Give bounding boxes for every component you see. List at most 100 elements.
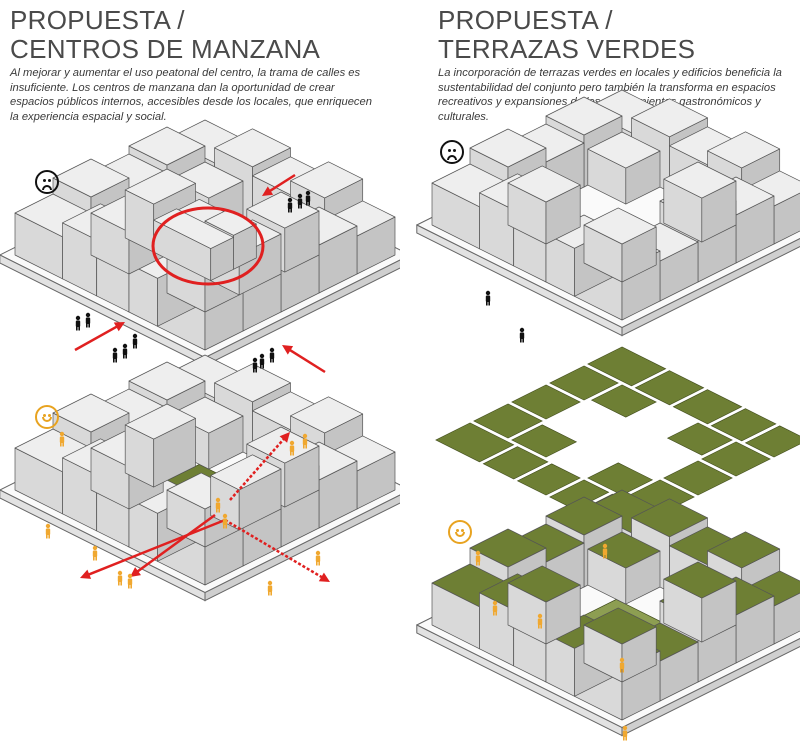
right-title: PROPUESTA / TERRAZAS VERDES (438, 6, 695, 64)
person-head (619, 657, 625, 663)
building-roof (52, 393, 130, 433)
sidewalk-edge (621, 638, 800, 737)
person-icon (215, 497, 221, 513)
person-icon (289, 440, 295, 456)
building-green-roof-roof (583, 607, 657, 645)
person-leg (603, 554, 605, 559)
person-leg (488, 301, 490, 306)
person-leg (520, 338, 522, 343)
building-green-roof-roof (469, 528, 547, 568)
arrow-shaft (288, 348, 326, 374)
person-leg (218, 508, 220, 513)
person-leg (135, 344, 137, 349)
person-icon (59, 431, 65, 447)
person-leg (93, 556, 95, 561)
person-leg (270, 358, 272, 363)
person-leg (113, 358, 115, 363)
person-icon (222, 513, 228, 529)
person-body (45, 528, 51, 535)
person-leg (130, 584, 132, 589)
arrow-in-left (74, 322, 125, 352)
green-roof-plate (663, 460, 733, 496)
green-roof-plate (435, 422, 515, 463)
person-leg (225, 524, 227, 529)
person-icon (75, 315, 81, 331)
building-green-roof-roof (545, 496, 623, 536)
person-icon (269, 347, 275, 363)
person-body (92, 550, 98, 557)
person-icon (112, 347, 118, 363)
arrow-in-bottom-right (282, 345, 326, 374)
person-body (305, 195, 311, 202)
person-leg (123, 354, 125, 359)
arrow-head (279, 432, 290, 443)
person-leg (538, 624, 540, 629)
building-roof (210, 454, 282, 491)
person-icon (297, 193, 303, 209)
sidewalk-edge (204, 494, 400, 602)
green-roof-plate (590, 384, 657, 418)
person-leg (253, 368, 255, 373)
person-head (127, 573, 133, 579)
building-roof (587, 131, 661, 169)
person-leg (270, 591, 272, 596)
person-body (122, 348, 128, 355)
left-description: Al mejorar y aumentar el uso peatonal de… (10, 67, 372, 123)
person-icon (619, 657, 625, 673)
person-leg (76, 326, 78, 331)
person-icon (122, 343, 128, 359)
building-roof (128, 361, 206, 401)
person-head (112, 347, 118, 353)
happy-face-icon (448, 520, 472, 544)
arrow-out-right-dashed (224, 518, 330, 582)
person-leg (622, 668, 624, 673)
person-head (215, 497, 221, 503)
person-head (485, 290, 491, 296)
person-head (602, 543, 608, 549)
green-roof-plate (634, 370, 705, 406)
person-leg (48, 534, 50, 539)
block-with-green-roofs (416, 489, 800, 737)
building-roof (52, 158, 130, 198)
person-head (267, 580, 273, 586)
person-body (215, 502, 221, 509)
person-body (519, 332, 525, 339)
person-leg (120, 581, 122, 586)
person-leg (255, 368, 257, 373)
person-body (619, 662, 625, 669)
person-body (59, 436, 65, 443)
person-head (289, 440, 295, 446)
building-roof (214, 128, 291, 168)
person-leg (86, 323, 88, 328)
person-leg (288, 208, 290, 213)
person-leg (290, 451, 292, 456)
person-body (85, 317, 91, 324)
person-leg (125, 354, 127, 359)
person-icon (92, 545, 98, 561)
person-icon (492, 600, 498, 616)
person-icon (537, 613, 543, 629)
person-icon (485, 290, 491, 306)
building-roof (290, 396, 364, 434)
person-leg (318, 561, 320, 566)
person-body (117, 575, 123, 582)
person-body (602, 548, 608, 555)
person-head (75, 315, 81, 321)
person-head (222, 513, 228, 519)
building-roof (170, 161, 244, 199)
building-roof (170, 396, 244, 434)
block-proposed (0, 354, 400, 602)
person-body (485, 295, 491, 302)
person-body (315, 555, 321, 562)
green-roof-plate (511, 424, 578, 458)
highlight-circle (151, 206, 265, 286)
person-icon (622, 725, 628, 741)
building-roof (124, 168, 196, 205)
right-title-line1: PROPUESTA / (438, 5, 613, 35)
person-leg (478, 561, 480, 566)
person-leg (623, 736, 625, 741)
arrow-shaft (229, 437, 286, 501)
left-title-line2: CENTROS DE MANZANA (10, 34, 321, 64)
person-leg (115, 358, 117, 363)
person-leg (60, 442, 62, 447)
